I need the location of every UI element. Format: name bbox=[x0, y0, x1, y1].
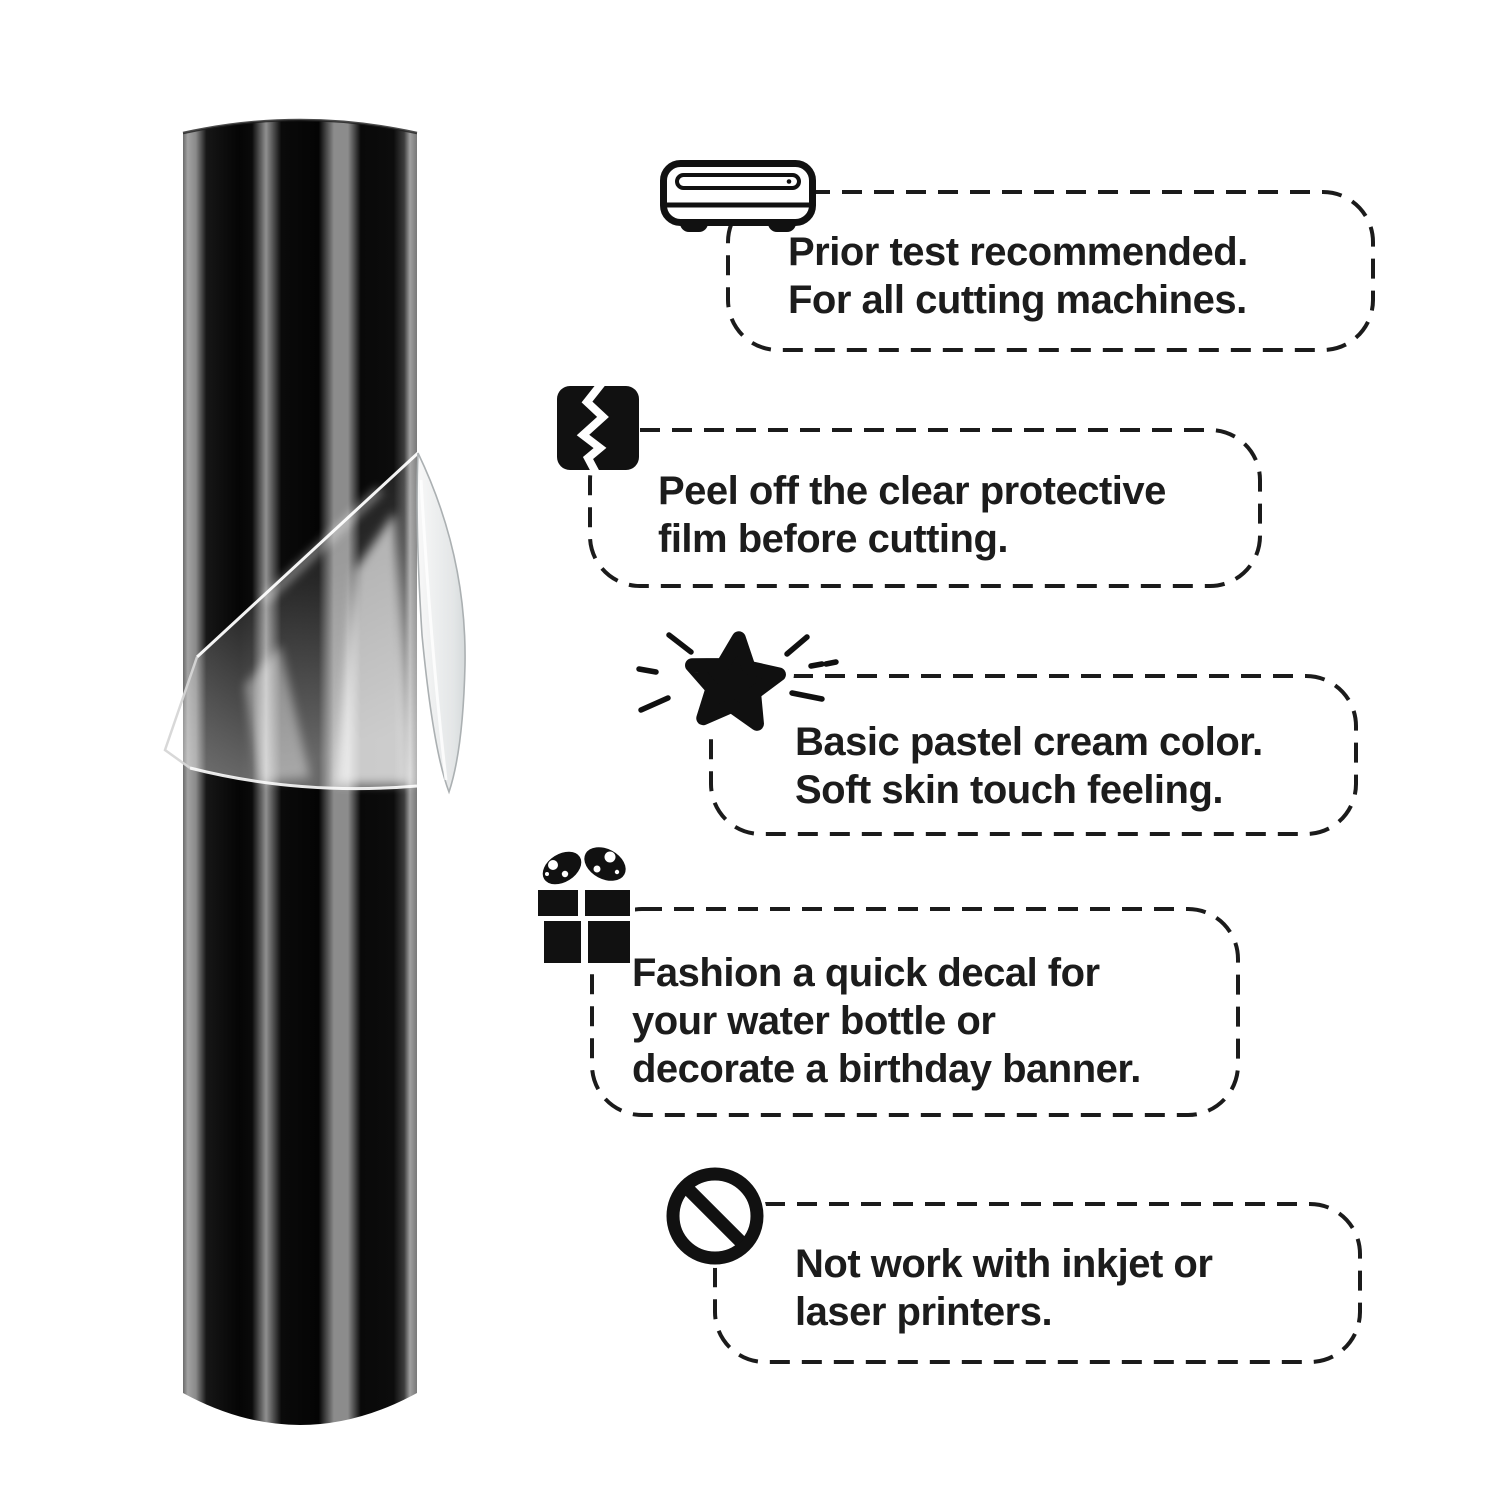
film-curl bbox=[416, 452, 466, 795]
feature-text: Peel off the clear protective film befor… bbox=[658, 467, 1166, 563]
dashed-bubble bbox=[726, 190, 1375, 352]
feature-callout-no-printers: Not work with inkjet or laser printers. bbox=[663, 1164, 1362, 1364]
feature-line: decorate a birthday banner. bbox=[632, 1047, 1141, 1091]
cutting-machine-icon bbox=[660, 160, 816, 232]
film-sheen bbox=[262, 487, 383, 603]
feature-callout-color: Basic pastel cream color. Soft skin touc… bbox=[636, 624, 1358, 836]
dashed-bubble bbox=[590, 907, 1240, 1117]
film-top-edge bbox=[195, 451, 420, 659]
sparkle-lines bbox=[636, 632, 839, 713]
film-curl-highlight bbox=[419, 479, 448, 781]
dashed-bubble bbox=[588, 428, 1262, 588]
roll-top-rim bbox=[182, 118, 418, 135]
feature-text: Basic pastel cream color. Soft skin touc… bbox=[795, 718, 1263, 814]
film-bottom-edge bbox=[189, 766, 418, 791]
feature-line: Fashion a quick decal for bbox=[632, 951, 1100, 995]
broken-film-icon bbox=[557, 386, 639, 470]
feature-line: laser printers. bbox=[795, 1290, 1053, 1334]
film-corner-flap bbox=[163, 656, 199, 770]
feature-callout-decal-uses: Fashion a quick decal for your water bot… bbox=[538, 847, 1240, 1117]
feature-text: Not work with inkjet or laser printers. bbox=[795, 1240, 1213, 1336]
star-icon bbox=[636, 624, 839, 739]
film-sheen bbox=[335, 512, 412, 784]
dashed-bubble bbox=[709, 674, 1358, 836]
feature-line: Soft skin touch feeling. bbox=[795, 768, 1224, 812]
feature-line: Peel off the clear protective bbox=[658, 469, 1166, 513]
gift-icon bbox=[538, 847, 635, 964]
feature-text: Prior test recommended. For all cutting … bbox=[788, 228, 1248, 324]
feature-line: your water bottle or bbox=[632, 999, 996, 1043]
dashed-bubble bbox=[713, 1202, 1362, 1364]
feature-line: film before cutting. bbox=[658, 517, 1008, 561]
feature-callout-cutting-machines: Prior test recommended. For all cutting … bbox=[660, 160, 1375, 352]
vinyl-roll-image bbox=[163, 118, 466, 1425]
film-sheen bbox=[245, 645, 310, 782]
feature-line: Basic pastel cream color. bbox=[795, 720, 1263, 764]
feature-line: For all cutting machines. bbox=[788, 278, 1247, 322]
feature-callout-peel-film: Peel off the clear protective film befor… bbox=[557, 386, 1262, 588]
no-sign-icon bbox=[663, 1164, 767, 1268]
feature-line: Not work with inkjet or bbox=[795, 1242, 1213, 1286]
feature-line: Prior test recommended. bbox=[788, 230, 1248, 274]
feature-text: Fashion a quick decal for your water bot… bbox=[632, 949, 1141, 1093]
